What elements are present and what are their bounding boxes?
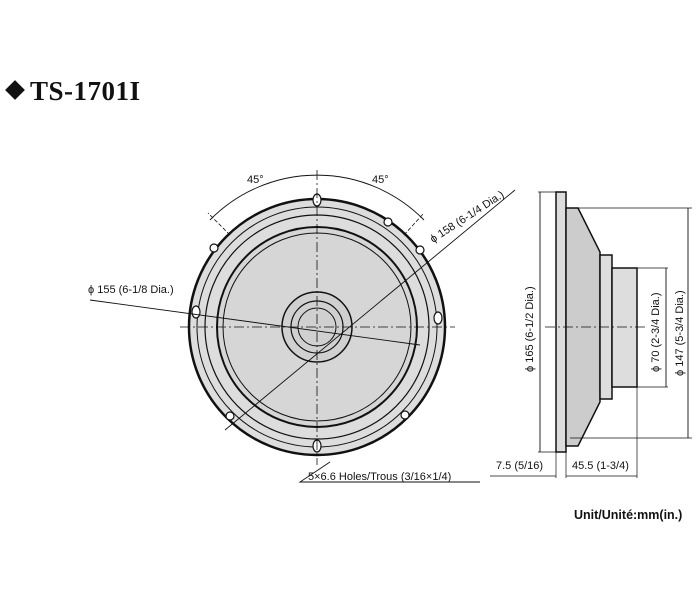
side-view <box>490 191 692 478</box>
basket-diameter-label: ϕ 147 (5-3/4 Dia.) <box>674 290 686 376</box>
model-name: TS-1701I <box>30 76 141 106</box>
angle-right-label: 45° <box>372 174 389 186</box>
model-title: TS-1701I <box>2 76 141 107</box>
holes-label: 5×6.6 Holes/Trous (3/16×1/4) <box>308 471 451 483</box>
magnet-diameter-label: ϕ 70 (2-3/4 Dia.) <box>650 292 662 372</box>
unit-label: Unit/Unité:mm(in.) <box>574 508 683 522</box>
mounting-depth-label: 45.5 (1-3/4) <box>572 460 629 472</box>
overall-diameter-label: ϕ 165 (6-1/2 Dia.) <box>524 286 536 372</box>
mounting-diameter-label: ϕ 158 (6-1/4 Dia.) <box>428 189 506 246</box>
cutout-diameter-label: ϕ 155 (6-1/8 Dia.) <box>88 284 174 296</box>
angle-left-label: 45° <box>247 174 264 186</box>
flange-thickness-label: 7.5 (5/16) <box>496 460 543 472</box>
front-view <box>89 170 516 483</box>
